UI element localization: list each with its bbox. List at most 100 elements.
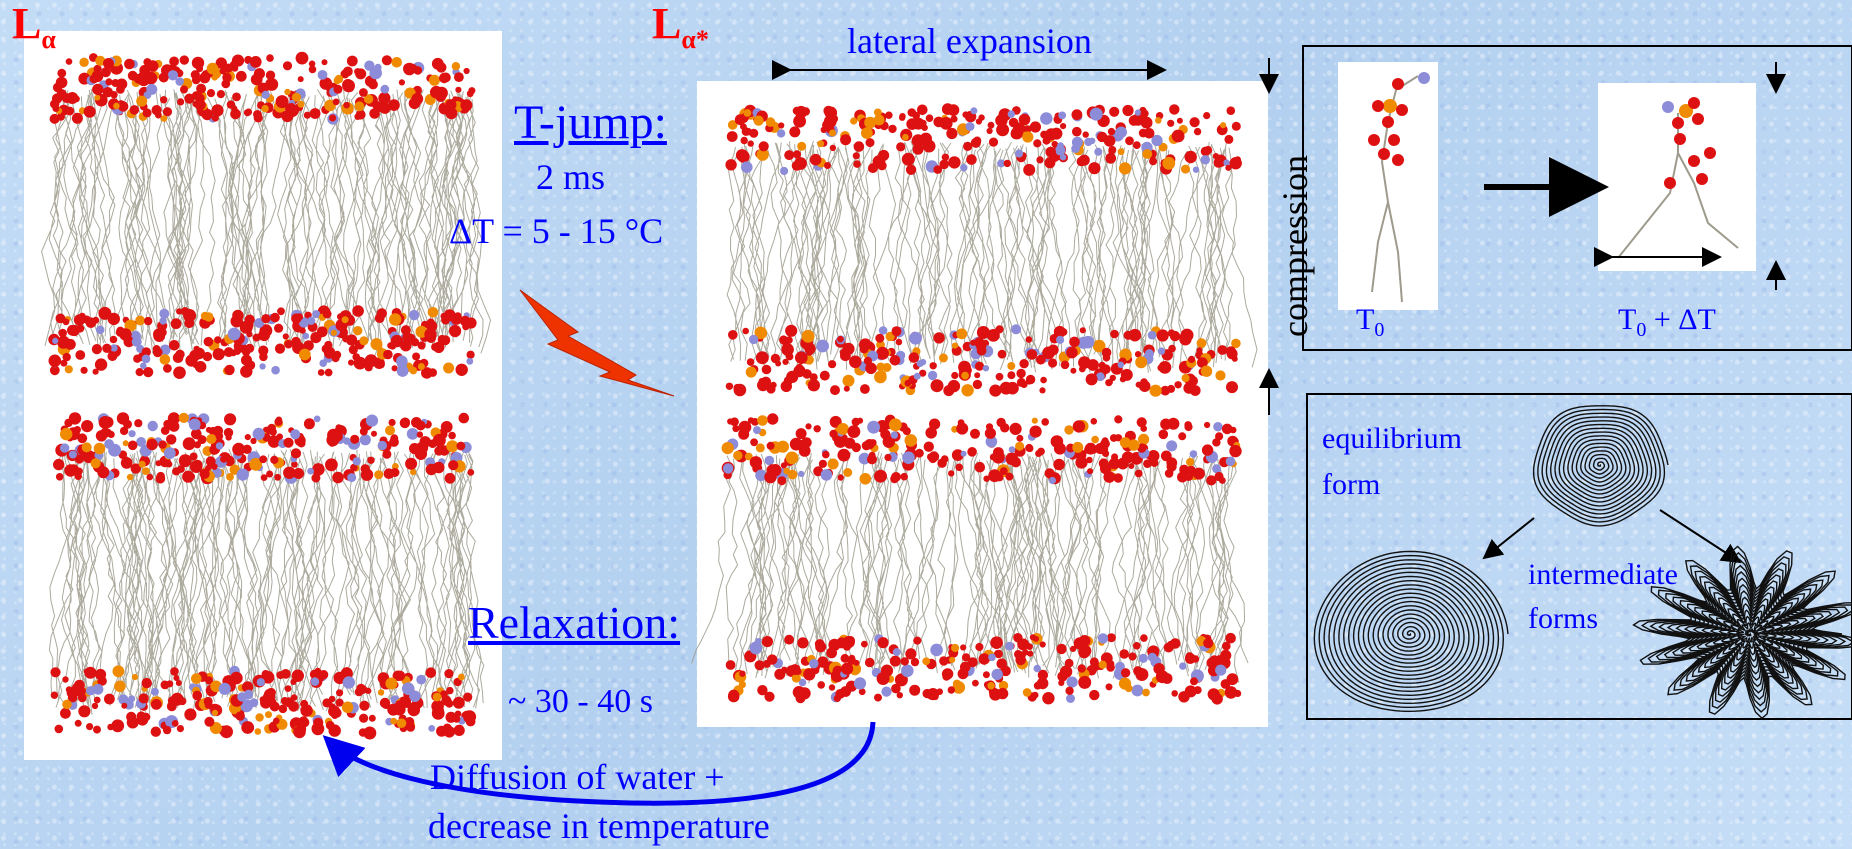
head-group-atom — [1086, 456, 1093, 464]
head-group-atom — [930, 643, 943, 657]
head-group-atom — [311, 473, 321, 483]
head-group-atom — [1058, 679, 1065, 687]
head-group-atom — [220, 725, 233, 739]
molecule-t0-panel — [1338, 62, 1438, 310]
head-group-atom — [1184, 421, 1192, 429]
head-group-atom — [757, 415, 768, 426]
head-group-atom — [131, 673, 139, 681]
head-group-atom — [750, 438, 758, 447]
head-group-atom — [1171, 129, 1185, 143]
head-group-atom — [963, 141, 973, 151]
head-group-atom — [1197, 357, 1208, 368]
head-group-atom — [1079, 327, 1086, 334]
head-group-atom — [142, 108, 152, 118]
head-group-atom — [1213, 422, 1223, 432]
head-group-atom — [211, 104, 224, 117]
left-bilayer-panel — [24, 31, 502, 760]
head-group-atom — [1229, 157, 1242, 170]
head-group-atom — [925, 427, 937, 439]
intermediate-forms-label-1: intermediate — [1528, 558, 1678, 591]
head-group-atom — [795, 363, 804, 372]
head-group-atom — [317, 369, 325, 376]
head-group-atom — [130, 463, 141, 474]
head-group-atom — [1166, 440, 1178, 452]
head-group-atom — [756, 148, 769, 161]
head-group-atom — [1219, 477, 1226, 484]
head-group-atom — [116, 326, 125, 335]
head-group-atom — [325, 458, 338, 472]
head-group-atom — [859, 344, 869, 354]
head-group-atom — [1115, 126, 1127, 138]
head-group-atom — [445, 99, 457, 111]
head-group-atom — [891, 326, 902, 337]
head-group-atom — [203, 336, 214, 347]
head-group-atom — [92, 683, 104, 695]
head-group-atom — [463, 692, 473, 702]
head-group-atom — [865, 362, 877, 375]
form-arrow-left — [1482, 517, 1535, 560]
head-group-atom — [1138, 433, 1150, 445]
head-group-atom — [770, 416, 778, 425]
head-group-atom — [175, 77, 184, 86]
head-group-atom — [218, 682, 231, 695]
head-group-atom — [185, 354, 198, 367]
head-group-atom — [1022, 688, 1032, 697]
head-group-atom — [764, 691, 775, 702]
head-group-atom — [400, 340, 412, 352]
intermediate-spiral-left — [1313, 550, 1509, 712]
head-group-atom — [1092, 339, 1106, 353]
head-group-atom — [313, 415, 321, 423]
head-group-atom — [915, 448, 924, 458]
head-group-atom — [1005, 641, 1014, 651]
head-group-atom — [996, 658, 1008, 669]
head-group-atom — [840, 134, 852, 146]
head-group-atom — [256, 678, 265, 687]
head-group-atom — [150, 699, 162, 710]
head-group-atom — [455, 86, 462, 93]
head-group-atom — [91, 344, 102, 355]
head-group-atom — [1036, 677, 1049, 690]
head-group-atom — [156, 335, 163, 342]
head-group-atom — [1064, 425, 1074, 435]
head-group-atom — [416, 431, 424, 438]
head-group-atom — [368, 714, 376, 722]
head-group-atom — [818, 459, 827, 468]
head-group-atom — [378, 92, 391, 105]
head-group-atom — [781, 343, 794, 356]
head-group-atom — [97, 466, 110, 479]
head-group-atom — [131, 336, 142, 347]
head-group-atom — [170, 667, 179, 676]
head-group-atom — [267, 423, 276, 433]
t0-label: T0 — [1356, 303, 1385, 341]
head-group-atom — [943, 385, 955, 397]
head-group-atom — [166, 701, 177, 712]
head-group-atom — [1181, 164, 1190, 174]
head-group-atom — [128, 430, 136, 438]
head-group-atom — [1103, 135, 1116, 147]
head-group-atom — [793, 114, 806, 128]
head-group-atom — [241, 681, 254, 693]
head-group-atom — [1022, 131, 1034, 143]
head-group-atom — [1041, 418, 1049, 426]
head-group-atom — [252, 333, 261, 342]
head-group-atom — [342, 676, 355, 689]
head-group-atom — [1023, 163, 1036, 176]
head-group-atom — [1176, 117, 1183, 124]
head-group-atom — [1220, 122, 1227, 129]
head-group-atom — [78, 312, 86, 321]
head-group-atom — [1189, 450, 1198, 458]
head-group-atom — [829, 429, 838, 438]
head-group-atom — [725, 159, 737, 171]
head-group-atom — [1040, 376, 1047, 384]
head-group-atom — [340, 69, 350, 79]
head-group-atom — [1082, 131, 1089, 138]
head-group-atom — [379, 102, 391, 114]
head-group-atom — [961, 653, 971, 662]
head-group-atom — [391, 57, 403, 68]
head-group-atom — [359, 434, 371, 446]
head-group-atom — [156, 471, 165, 481]
head-group-atom — [1203, 638, 1214, 649]
head-group-atom — [1121, 451, 1134, 464]
head-group-atom — [399, 417, 411, 429]
head-group-atom — [95, 430, 108, 442]
